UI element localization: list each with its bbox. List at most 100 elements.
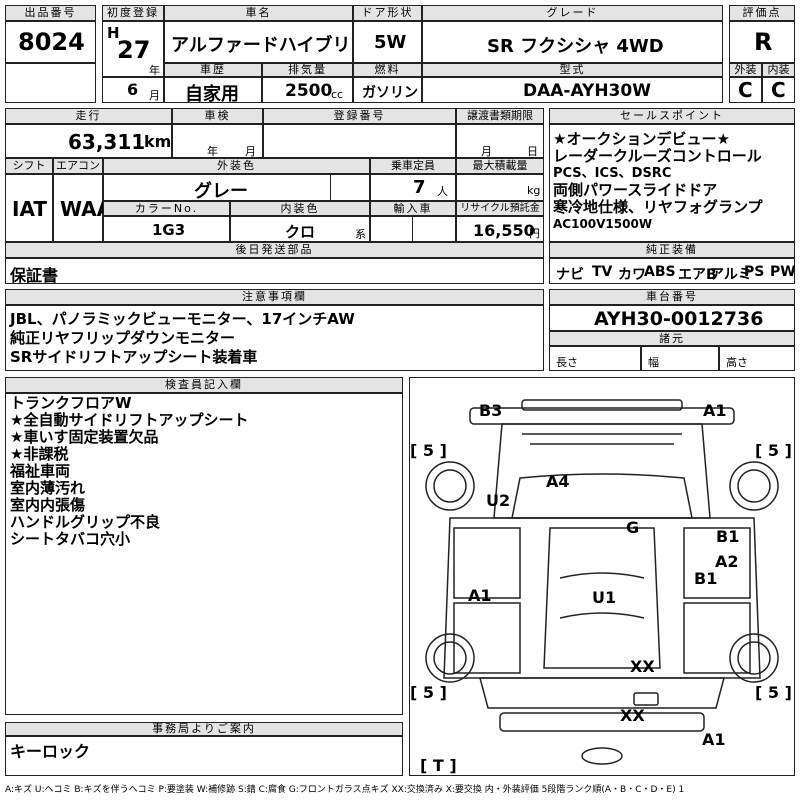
car-name-cell: アルファードハイブリッド bbox=[164, 21, 386, 63]
inspector-note-item: トランクフロアW bbox=[10, 394, 132, 412]
reg-no-cell bbox=[263, 124, 456, 158]
spec-height-label: 高さ bbox=[726, 356, 748, 369]
diagram-label-a1-rear: A1 bbox=[702, 730, 726, 749]
car-name-value: アルファードハイブリッド bbox=[171, 35, 387, 56]
history-cell: 自家用 bbox=[164, 77, 262, 105]
damage-diagram-frame: B3 A1 A4 U2 G B1 A2 B1 A1 U1 XX XX A1 [ … bbox=[409, 377, 795, 776]
lot-no-cell: 8024 bbox=[5, 21, 96, 63]
inspector-note-item: ハンドルグリップ不良 bbox=[10, 513, 161, 531]
office-note-value: キーロック bbox=[10, 742, 91, 761]
mileage-cell: 63,311 km bbox=[5, 124, 172, 158]
grade-header: グレード bbox=[422, 5, 723, 21]
color-no-value: 1G3 bbox=[152, 221, 186, 239]
sales-point-item: PCS、ICS、DSRC bbox=[553, 166, 672, 181]
capacity-unit: 人 bbox=[437, 185, 448, 198]
fuel-header: 燃料 bbox=[353, 63, 422, 77]
recycle-unit: 円 bbox=[529, 227, 540, 240]
grade-value: SR フクシシャ 4WD bbox=[487, 36, 664, 57]
recycle-value: 16,550 bbox=[473, 221, 535, 240]
transfer-header: 譲渡書類期限 bbox=[456, 108, 544, 124]
lot-no-value: 8024 bbox=[18, 28, 85, 56]
inspection-header: 車検 bbox=[172, 108, 263, 124]
mileage-value: 63,311 bbox=[68, 130, 146, 154]
first-reg-month: 6 bbox=[127, 80, 139, 99]
inspector-note-item: ★非課税 bbox=[10, 445, 69, 463]
diagram-label-g: G bbox=[626, 518, 640, 537]
fuel-cell: ガソリン bbox=[353, 77, 422, 103]
car-outline-diagram bbox=[425, 399, 779, 765]
shift-value: IAT bbox=[12, 197, 48, 221]
notes-header: 注意事項欄 bbox=[5, 289, 544, 305]
fuel-value: ガソリン bbox=[362, 85, 418, 101]
lot-no-blank bbox=[5, 63, 96, 103]
score-cell: R bbox=[729, 21, 795, 63]
max-load-unit: kg bbox=[527, 184, 541, 197]
tire-rear-left: [ 5 ] bbox=[410, 683, 447, 702]
diagram-label-b1-upper: B1 bbox=[716, 527, 740, 546]
inspector-note-item: ★全自動サイドリフトアップシート bbox=[10, 411, 249, 429]
int-color-value: クロ bbox=[285, 223, 316, 241]
history-value: 自家用 bbox=[185, 84, 239, 105]
year-unit: 年 bbox=[149, 64, 160, 77]
score-header: 評価点 bbox=[729, 5, 795, 21]
sales-point-item: 寒冷地仕様、リヤフォグランプ bbox=[553, 198, 763, 216]
interior-cell: C bbox=[762, 77, 795, 103]
door-type-value: 5W bbox=[374, 32, 407, 53]
inspector-note-item: 室内薄汚れ bbox=[10, 479, 86, 497]
exterior-header: 外装 bbox=[729, 63, 762, 77]
first-reg-year-cell: H 27 年 bbox=[102, 21, 164, 77]
mileage-unit: km bbox=[144, 132, 172, 151]
aircon-header: エアコン bbox=[53, 158, 103, 174]
aircon-cell: WAA bbox=[53, 174, 112, 242]
inspection-year-unit: 年 bbox=[207, 145, 218, 158]
tire-front-right: [ 5 ] bbox=[755, 441, 792, 460]
inspector-header: 検査員記入欄 bbox=[5, 377, 403, 393]
recycle-header: リサイクル預託金 bbox=[456, 201, 544, 216]
diagram-label-b1-lower: B1 bbox=[694, 569, 718, 588]
model-cell: DAA-AYH30W bbox=[422, 77, 723, 103]
ext-color-value: グレー bbox=[194, 181, 248, 202]
transfer-cell: 月 日 bbox=[456, 124, 544, 158]
tire-front-left: [ 5 ] bbox=[410, 441, 447, 460]
note-item: JBL、パノラミックビューモニター、17インチAW bbox=[10, 310, 355, 328]
import-header: 輸入車 bbox=[370, 201, 456, 216]
recycle-cell: 16,550 円 bbox=[456, 216, 544, 242]
diagram-label-xx-upper: XX bbox=[630, 657, 655, 676]
history-header: 車歴 bbox=[164, 63, 262, 77]
sales-point-item: AC100V1500W bbox=[553, 217, 653, 231]
displacement-cell: 2500 cc bbox=[262, 77, 353, 103]
interior-value: C bbox=[771, 78, 786, 102]
max-load-header: 最大積載量 bbox=[456, 158, 544, 174]
inspector-note-item: 福祉車両 bbox=[10, 462, 71, 480]
note-item: 純正リヤフリップダウンモニター bbox=[10, 329, 236, 347]
transfer-month-unit: 月 bbox=[481, 145, 492, 158]
grade-cell: SR フクシシャ 4WD bbox=[422, 21, 723, 63]
reg-no-header: 登録番号 bbox=[263, 108, 456, 124]
inspection-month-unit: 月 bbox=[245, 145, 256, 158]
sales-point-item: 両側パワースライドドア bbox=[553, 181, 718, 199]
office-header: 事務局よりご案内 bbox=[5, 722, 403, 736]
model-value: DAA-AYH30W bbox=[523, 81, 651, 101]
genuine-equip-cell: ナビ TV カワ ABS エアB アルミ PS PW bbox=[549, 258, 796, 284]
first-reg-year: 27 bbox=[117, 36, 151, 64]
first-reg-month-cell: 6 月 bbox=[102, 77, 164, 103]
genuine-equip-header: 純正装備 bbox=[549, 242, 795, 258]
equip-leather: カワ bbox=[618, 267, 646, 283]
car-name-header: 車名 bbox=[164, 5, 353, 21]
mileage-header: 走行 bbox=[5, 108, 172, 124]
chassis-no-cell: AYH30-0012736 bbox=[549, 305, 795, 331]
equip-ps: PS bbox=[744, 264, 765, 280]
diagram-label-u1: U1 bbox=[592, 588, 617, 607]
legend-footer: A:キズ U:ヘコミ B:キズを伴うヘコミ P:要塗装 W:補修跡 S:錆 C:… bbox=[5, 785, 685, 795]
ext-color-header: 外装色 bbox=[103, 158, 370, 174]
displacement-value: 2500 bbox=[285, 81, 333, 101]
color-no-header: カラーNo. bbox=[103, 201, 230, 216]
office-cell: キーロック bbox=[5, 736, 403, 776]
sales-point-header: セールスポイント bbox=[549, 108, 795, 124]
spec-width-label: 幅 bbox=[648, 356, 659, 369]
model-header: 型式 bbox=[422, 63, 723, 77]
spec-length-cell: 長さ bbox=[549, 346, 641, 371]
color-no-cell: 1G3 bbox=[103, 216, 230, 242]
delivery-parts-cell: 保証書 bbox=[5, 258, 544, 285]
specs-header: 諸元 bbox=[549, 331, 795, 346]
